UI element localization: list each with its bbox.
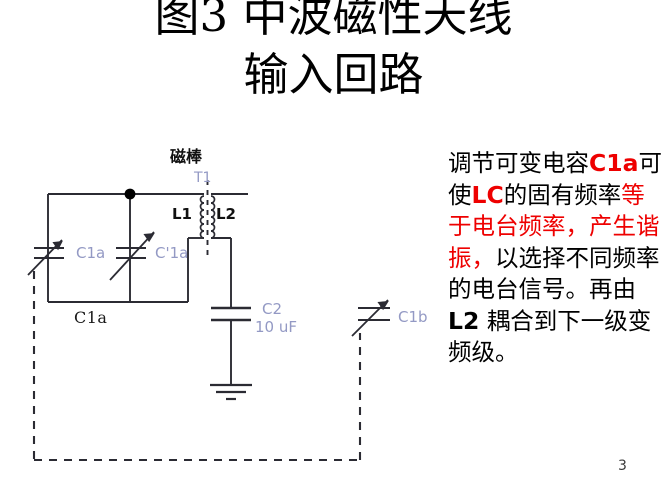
- circuit-schematic-svg: [27, 180, 390, 462]
- cap-label-c1a-prime: C'1a: [155, 244, 189, 262]
- cap-label-c1b: C1b: [398, 308, 428, 326]
- explanation-segment: L2: [448, 306, 480, 335]
- page-number: 3: [618, 458, 627, 474]
- explanation-segment: 调节可变电容: [448, 149, 589, 177]
- coil-label-l1: L1: [172, 205, 192, 223]
- cap-label-c2: C2: [262, 300, 283, 318]
- ferrite-rod-label: 磁棒: [170, 147, 203, 166]
- explanation-text: 调节可变电容C1a可使LC的固有频率等于电台频率，产生谐振，以选择不同频率的电台…: [448, 148, 664, 369]
- explanation-segment: 耦合到下一级变频级。: [448, 306, 652, 367]
- cap-c1b-arrowhead: [377, 300, 389, 311]
- transformer-label-t1: T1: [194, 170, 212, 186]
- transformer-secondary-winding-l2: [210, 195, 216, 239]
- page-title: 图3 中波磁性天线 输入回路: [0, 0, 667, 104]
- title-line-2: 输入回路: [243, 48, 424, 101]
- explanation-segment: C1a: [589, 149, 639, 177]
- explanation-segment: 可使: [448, 149, 662, 209]
- transformer-primary-winding-l1: [199, 195, 205, 239]
- coil-label-l2: L2: [216, 205, 236, 223]
- cap-c1a-arrowhead: [52, 240, 63, 251]
- cap-label-c1a-bottom: C1a: [74, 308, 108, 327]
- explanation-segment: LC: [471, 180, 504, 209]
- cap-label-c1a-left: C1a: [76, 244, 106, 262]
- cap-c1a-prime-variable-arrow-line: [109, 231, 155, 281]
- circuit-diagram: 磁棒 T1 L1 L2 C1a C'1a C1a C2 10 uF C1b: [0, 140, 440, 500]
- explanation-segment: 以选择不同频率的电台信号。再由: [448, 243, 660, 304]
- cap-c1a-prime-arrowhead: [143, 232, 155, 243]
- cap-value-c2: 10 uF: [255, 318, 297, 336]
- explanation-segment: 等于电台频率，产生谐振，: [448, 180, 660, 272]
- explanation-segment: 的固有频率: [503, 180, 622, 209]
- title-line-1: 图3 中波磁性天线: [154, 0, 513, 42]
- junction-dot: [124, 188, 136, 200]
